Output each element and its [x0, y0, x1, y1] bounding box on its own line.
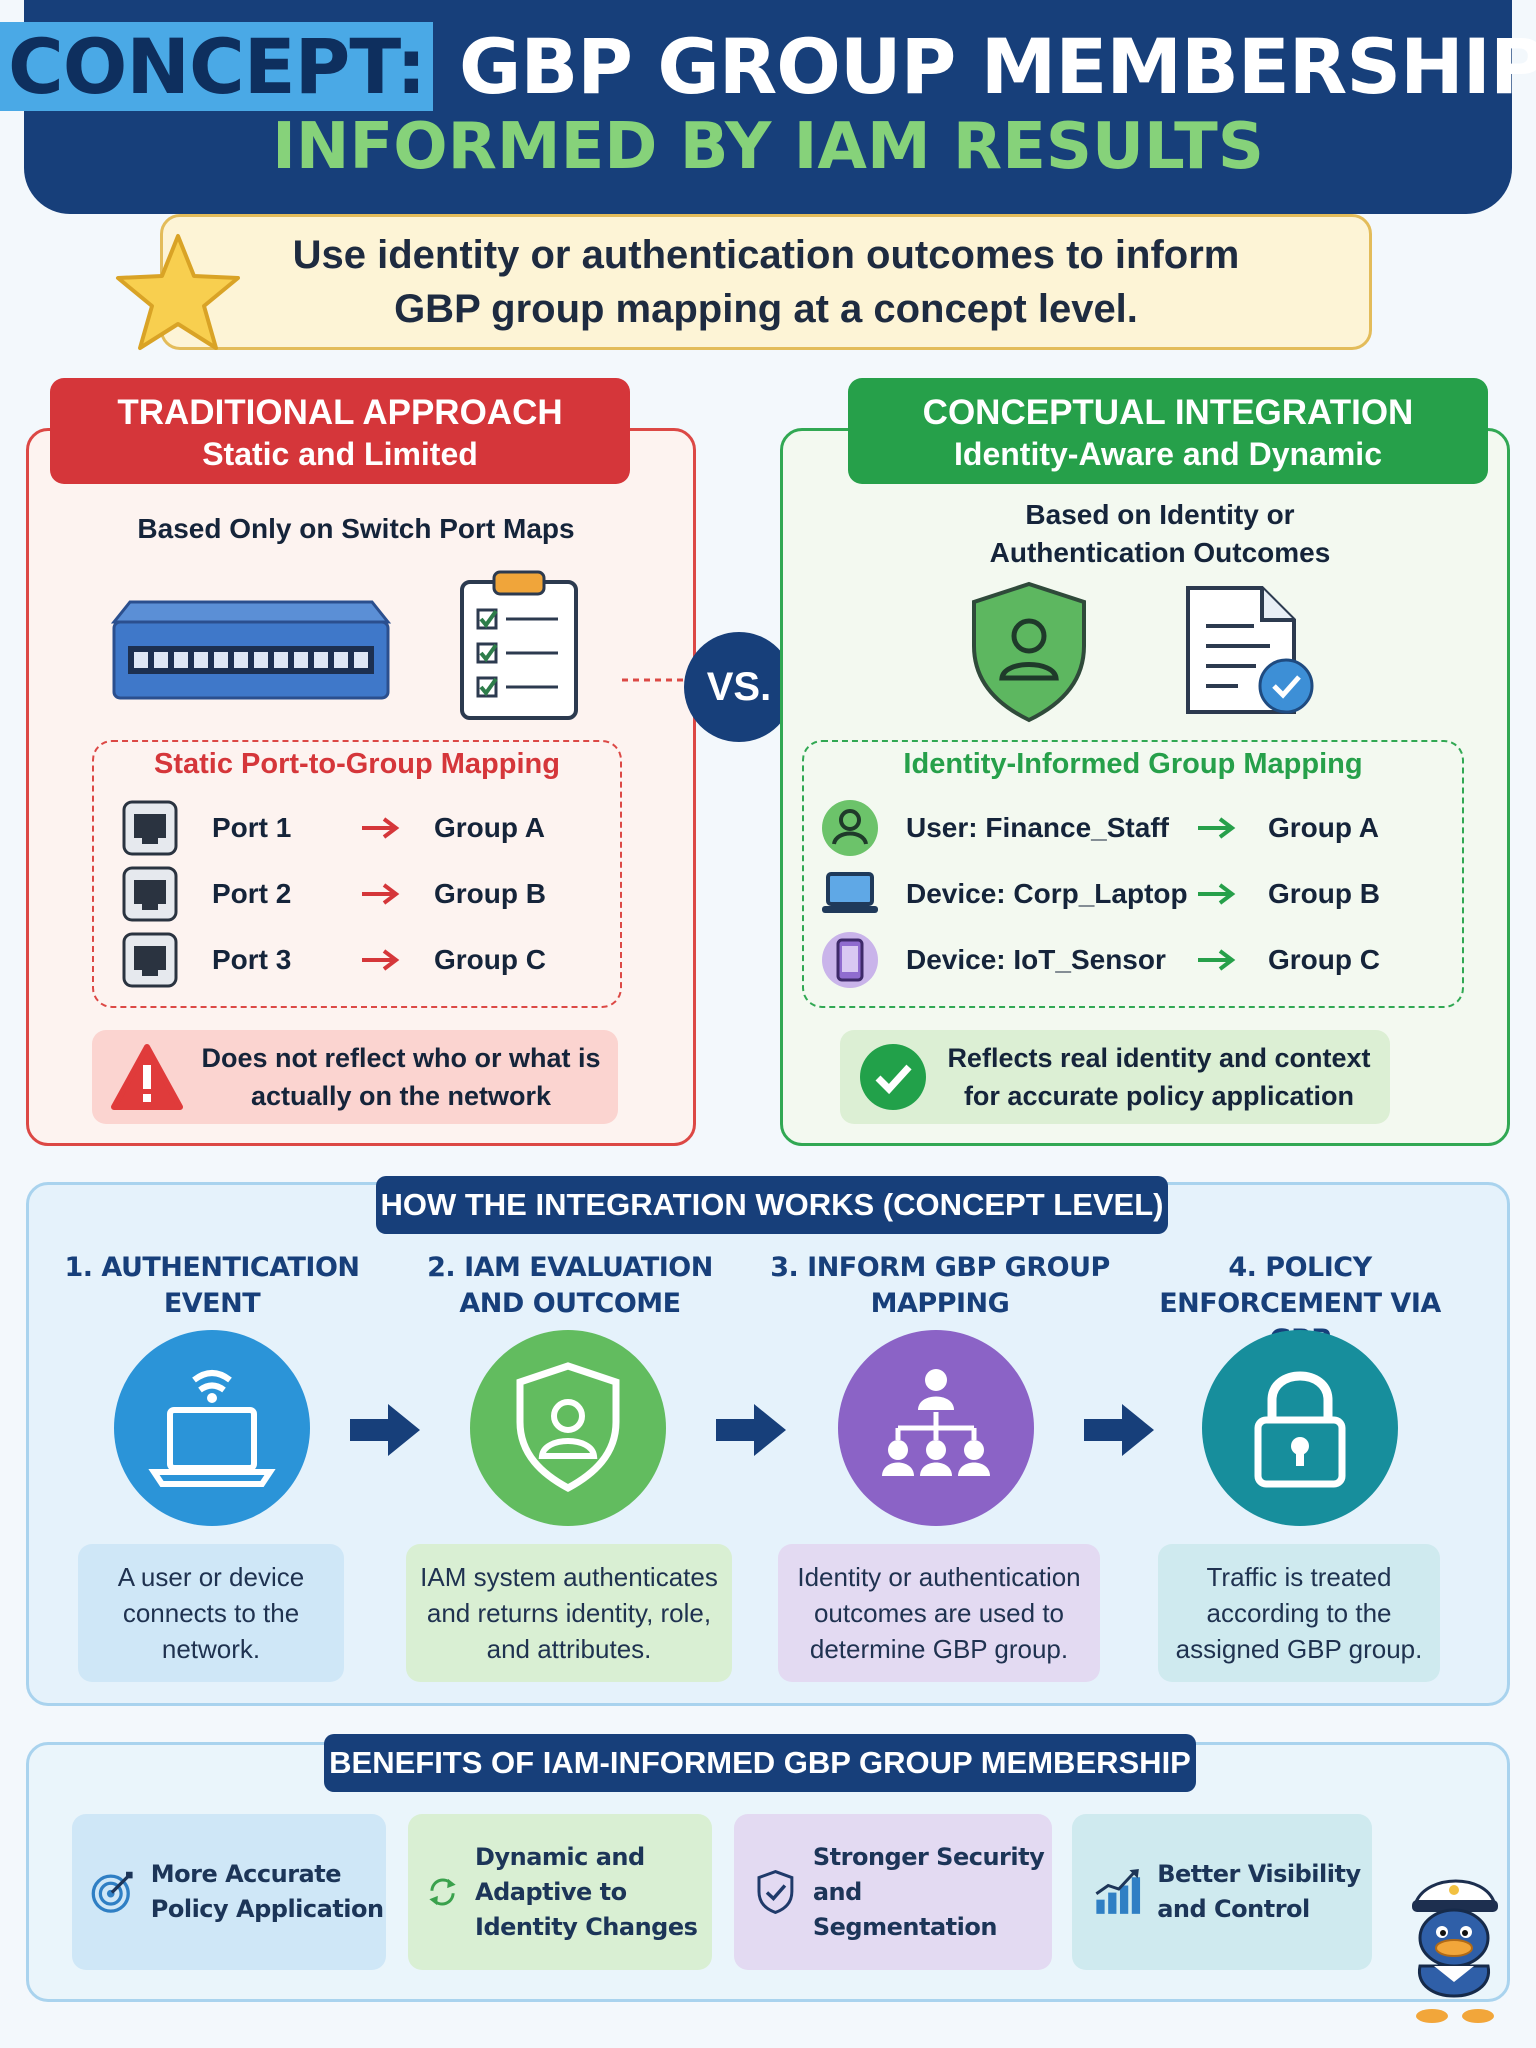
subtitle-text: Use identity or authentication outcomes … — [292, 233, 1240, 331]
identity-mapping-box — [802, 740, 1464, 1008]
step-icon-circle — [1202, 1330, 1398, 1526]
target-icon — [91, 1871, 133, 1913]
user-icon — [822, 800, 878, 856]
identity-mapping-row: User: Finance_Staff Group A — [818, 798, 1438, 858]
step-title: 3. INFORM GBP GROUP MAPPING — [770, 1252, 1110, 1319]
check-circle-icon — [860, 1044, 926, 1110]
network-switch-icon — [110, 600, 392, 700]
page-title: CONCEPT: GBP GROUP MEMBERSHIP — [0, 22, 1536, 111]
identity-label: Device: Corp_Laptop — [906, 878, 1188, 909]
arrow-right-icon — [362, 883, 400, 905]
laptop-icon — [822, 872, 878, 913]
arrow-right-icon — [1198, 949, 1236, 971]
arrow-right-icon — [1198, 817, 1236, 839]
group-label: Group C — [1268, 944, 1380, 975]
identity-label: User: Finance_Staff — [906, 812, 1169, 843]
shield-user-icon — [516, 1362, 620, 1492]
traditional-note-text: Does not reflect who or what is actually… — [201, 1043, 601, 1111]
duck-mascot-icon — [1412, 1879, 1498, 2023]
arrow-right-icon — [362, 949, 400, 971]
benefit-card: Stronger Security and Segmentation — [734, 1814, 1052, 1970]
warning-icon — [111, 1044, 183, 1110]
conceptual-subtitle: Identity-Aware and Dynamic — [954, 436, 1382, 472]
mobile-device-icon — [822, 932, 878, 988]
arrow-right-icon — [362, 817, 400, 839]
benefit-label: Better Visibility and Control — [1157, 1860, 1361, 1923]
step-title: 1. AUTHENTICATION EVENT — [64, 1252, 360, 1319]
traditional-panel — [26, 428, 696, 1146]
title-highlight: CONCEPT: — [0, 22, 434, 111]
refresh-icon — [429, 1878, 456, 1906]
how-it-works-title: HOW THE INTEGRATION WORKS (CONCEPT LEVEL… — [376, 1176, 1168, 1234]
org-chart-icon — [882, 1369, 990, 1476]
group-label: Group A — [1268, 812, 1379, 843]
benefit-label: Stronger Security and Segmentation — [812, 1842, 1045, 1941]
benefit-card: Better Visibility and Control — [1072, 1814, 1372, 1970]
benefit-card: More Accurate Policy Application — [72, 1814, 386, 1970]
step-description: Traffic is treated according to the assi… — [1158, 1544, 1440, 1682]
benefit-card: Dynamic and Adaptive to Identity Changes — [408, 1814, 712, 1970]
static-mapping-row: Port 3 Group C — [120, 930, 600, 990]
arrow-right-icon — [350, 1404, 420, 1456]
traditional-title: TRADITIONAL APPROACH — [117, 393, 563, 432]
step-icon-circle — [838, 1330, 1034, 1526]
step-icon-circle — [470, 1330, 666, 1526]
identity-label: Device: IoT_Sensor — [906, 944, 1166, 975]
port-label: Port 3 — [212, 944, 292, 975]
conceptual-basis: Based on Identity or Authentication Outc… — [989, 499, 1331, 568]
traditional-title-box: TRADITIONAL APPROACH Static and Limited — [50, 378, 630, 484]
group-label: Group C — [434, 944, 546, 975]
ethernet-port-icon — [122, 800, 178, 856]
group-label: Group A — [434, 812, 545, 843]
conceptual-note-text: Reflects real identity and context for a… — [947, 1043, 1371, 1111]
identity-mapping-row: Device: IoT_Sensor Group C — [818, 930, 1438, 990]
conceptual-note: Reflects real identity and context for a… — [840, 1030, 1390, 1124]
conceptual-title: CONCEPTUAL INTEGRATION — [922, 393, 1414, 432]
step-title: 4. POLICY ENFORCEMENT VIA GBP — [1159, 1252, 1441, 1355]
page-title-line2: INFORMED BY IAM RESULTS — [272, 110, 1264, 184]
step-description: IAM system authenticates and returns ide… — [406, 1544, 732, 1682]
shield-user-icon — [972, 581, 1086, 723]
identity-mapping-row: Device: Corp_Laptop Group B — [818, 864, 1438, 924]
static-mapping-row: Port 1 Group A — [120, 798, 600, 858]
group-label: Group B — [434, 878, 546, 909]
padlock-icon — [1254, 1371, 1346, 1488]
step-description: A user or device connects to the network… — [78, 1544, 344, 1682]
star-icon — [116, 234, 240, 350]
static-mapping-row: Port 2 Group B — [120, 864, 600, 924]
step-title: 2. IAM EVALUATION AND OUTCOME — [427, 1252, 713, 1319]
traditional-basis: Based Only on Switch Port Maps — [137, 513, 575, 544]
document-check-icon — [1186, 586, 1314, 714]
port-label: Port 2 — [212, 878, 292, 909]
static-mapping-title: Static Port-to-Group Mapping — [154, 748, 560, 780]
clipboard-checklist-icon — [460, 570, 578, 720]
step-icon-circle — [114, 1330, 310, 1526]
vs-badge: VS. — [684, 632, 794, 742]
static-mapping-box — [92, 740, 622, 1008]
bar-chart-icon — [1095, 1868, 1141, 1914]
ethernet-port-icon — [122, 866, 178, 922]
step-description: Identity or authentication outcomes are … — [778, 1544, 1100, 1682]
benefits-title: BENEFITS OF IAM-INFORMED GBP GROUP MEMBE… — [324, 1734, 1196, 1792]
conceptual-title-box: CONCEPTUAL INTEGRATION Identity-Aware an… — [848, 378, 1488, 484]
traditional-note: Does not reflect who or what is actually… — [92, 1030, 618, 1124]
benefit-label: Dynamic and Adaptive to Identity Changes — [475, 1842, 698, 1941]
arrow-right-icon — [1084, 1404, 1154, 1456]
arrow-right-icon — [716, 1404, 786, 1456]
title-main: GBP GROUP MEMBERSHIP — [458, 22, 1536, 111]
ethernet-port-icon — [122, 932, 178, 988]
identity-mapping-title: Identity-Informed Group Mapping — [903, 748, 1363, 780]
wifi-laptop-icon — [148, 1370, 276, 1487]
shield-check-icon — [757, 1869, 794, 1915]
subtitle-box: Use identity or authentication outcomes … — [160, 214, 1372, 350]
port-label: Port 1 — [212, 812, 292, 843]
benefit-label: More Accurate Policy Application — [150, 1860, 384, 1923]
traditional-subtitle: Static and Limited — [202, 436, 478, 472]
arrow-right-icon — [1198, 883, 1236, 905]
group-label: Group B — [1268, 878, 1380, 909]
